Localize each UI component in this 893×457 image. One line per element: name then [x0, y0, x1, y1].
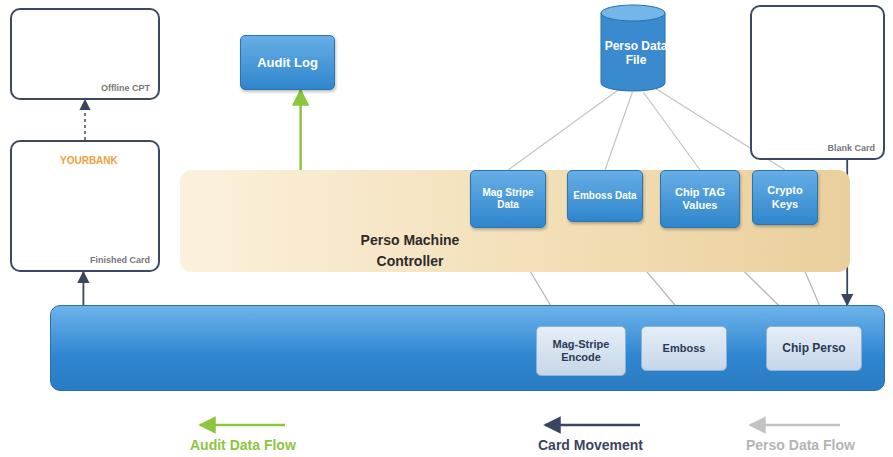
connector	[299, 90, 302, 170]
node-label: Mag Stripe Data	[471, 185, 545, 213]
node-label: Perso Machine Controller	[330, 230, 490, 272]
connector	[508, 88, 622, 170]
data-box: Mag Stripe Data	[470, 170, 546, 228]
offline-cpt-box: Offline CPT	[10, 8, 160, 100]
legend-text: Card Movement	[538, 437, 643, 453]
connector	[83, 272, 85, 305]
node-label: Emboss Data	[570, 188, 639, 204]
station-box: Chip Perso	[766, 326, 862, 371]
node-label: Audit Log	[254, 53, 321, 73]
legend-audit-line	[200, 424, 285, 427]
node-label: Crypto Keys	[753, 182, 817, 212]
connector	[605, 92, 632, 170]
legend-text: Audit Data Flow	[190, 437, 296, 453]
node-label: Offline CPT	[101, 83, 150, 93]
data-box: Crypto Keys	[752, 170, 818, 225]
data-file-cylinder: Perso Data File	[600, 4, 672, 92]
station-box: Mag-Stripe Encode	[536, 326, 626, 376]
node-label: Finished Card	[90, 255, 150, 265]
station-box: Emboss	[641, 326, 727, 371]
card-bank-name: YOURBANK	[60, 155, 118, 166]
node-label: Mag-Stripe Encode	[537, 336, 625, 366]
audit-log-box: Audit Log	[240, 35, 335, 90]
node-label: Perso Data File	[600, 37, 672, 70]
blank-card-box: Blank Card	[750, 5, 885, 160]
perso-machine-band: Mag-Stripe Encode Emboss Chip Perso	[50, 305, 885, 391]
legend-card-line	[545, 424, 640, 427]
connector	[84, 100, 86, 140]
data-box: Emboss Data	[567, 170, 643, 222]
connector	[643, 92, 700, 170]
legend-text: Perso Data Flow	[746, 437, 855, 453]
legend-perso-line	[750, 424, 840, 427]
controller-band: Perso Machine Controller Mag Stripe Data E…	[180, 170, 850, 272]
data-box: Chip TAG Values	[660, 170, 740, 228]
node-label: Emboss	[660, 340, 709, 357]
node-label: Blank Card	[827, 143, 875, 153]
node-label: Chip TAG Values	[661, 184, 739, 214]
node-label: Chip Perso	[779, 339, 848, 357]
